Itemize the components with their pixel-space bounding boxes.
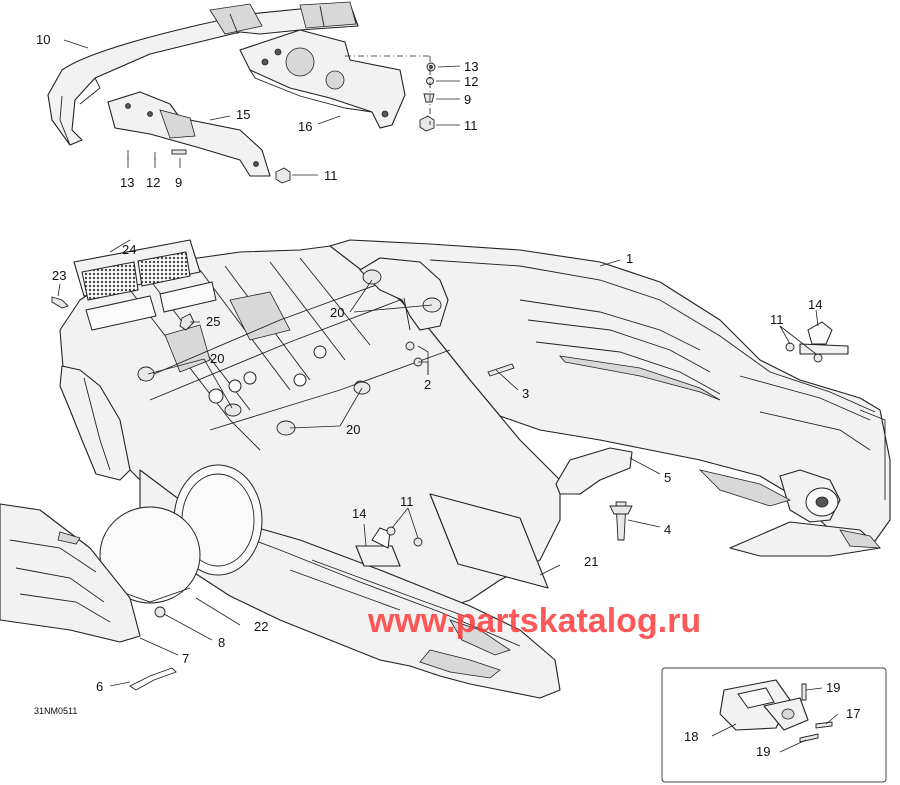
callouts: 10 15 16 13 12 9 11 11 13 12 9 1 24 23 2… xyxy=(36,32,860,759)
callout-21: 21 xyxy=(584,554,598,569)
callout-19: 19 xyxy=(756,744,770,759)
callout-6: 6 xyxy=(96,679,103,694)
callout-1: 1 xyxy=(626,251,633,266)
callout-18: 18 xyxy=(684,729,698,744)
leader-lines xyxy=(57,39,839,753)
callout-11: 11 xyxy=(400,494,414,509)
air-grille xyxy=(73,239,217,331)
callout-24: 24 xyxy=(122,242,136,257)
callout-9: 9 xyxy=(464,92,471,107)
callout-19: 19 xyxy=(826,680,840,695)
callout-2: 2 xyxy=(424,377,431,392)
callout-20: 20 xyxy=(330,305,344,320)
cover-disc xyxy=(99,506,201,604)
hinge-bracket-right xyxy=(785,321,849,363)
callout-22: 22 xyxy=(254,619,268,634)
rear-bumper xyxy=(47,1,359,146)
callout-7: 7 xyxy=(182,651,189,666)
callout-15: 15 xyxy=(236,107,250,122)
callout-20: 20 xyxy=(346,422,360,437)
right-bracket xyxy=(239,29,406,129)
callout-8: 8 xyxy=(218,635,225,650)
grommet xyxy=(154,606,166,618)
hair-pin-clip xyxy=(129,667,177,691)
callout-3: 3 xyxy=(522,386,529,401)
callout-12: 12 xyxy=(464,74,478,89)
callout-11: 11 xyxy=(464,118,478,133)
callout-25: 25 xyxy=(206,314,220,329)
callout-4: 4 xyxy=(664,522,671,537)
support-bracket xyxy=(555,447,633,495)
callout-5: 5 xyxy=(664,470,671,485)
left-bracket xyxy=(107,91,271,177)
callout-10: 10 xyxy=(36,32,50,47)
callout-13: 13 xyxy=(464,59,478,74)
rubber-plugs xyxy=(137,269,442,436)
drawing-code: 31NM0511 xyxy=(34,706,77,716)
callout-14: 14 xyxy=(352,506,366,521)
side-panel xyxy=(0,503,141,643)
callout-16: 16 xyxy=(298,119,312,134)
top-hardware xyxy=(127,62,436,184)
callout-14: 14 xyxy=(808,297,822,312)
callout-11: 11 xyxy=(770,312,784,327)
hinge-bracket-center xyxy=(355,526,423,567)
watermark: www.partskatalog.ru xyxy=(367,602,701,640)
callout-9: 9 xyxy=(175,175,182,190)
callout-20: 20 xyxy=(210,351,224,366)
callout-11: 11 xyxy=(324,168,338,183)
inset-bracket xyxy=(719,679,833,743)
fasteners xyxy=(51,296,633,541)
callout-23: 23 xyxy=(52,268,66,283)
callout-13: 13 xyxy=(120,175,134,190)
callout-17: 17 xyxy=(846,706,860,721)
callout-12: 12 xyxy=(146,175,160,190)
